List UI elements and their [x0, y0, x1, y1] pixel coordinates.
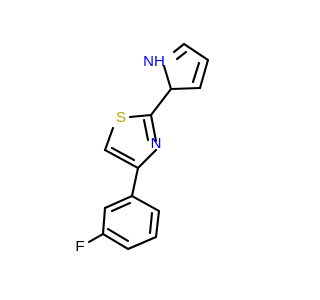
thiazole-bond-c4-c5-inner: [110, 146, 136, 162]
phenyl-bond-3-4: [126, 235, 158, 251]
fluorophenyl-ring: [87, 194, 161, 251]
thiazole-phenyl-bond: [130, 166, 140, 198]
phenyl-bond-4-5-outer: [101, 232, 130, 251]
phenyl-bond-1-2: [130, 194, 161, 213]
pyrrole-bond-c5-n-outer: [172, 42, 186, 54]
thiazole-bond-c5-s: [103, 126, 115, 152]
thiazole-bond-c2-n-inner: [142, 118, 150, 142]
pyrrole-bond-c3-c4-inner: [191, 61, 201, 84]
thiazole-ring: [103, 113, 158, 170]
phenyl-bond-6-1-outer: [103, 194, 134, 210]
thiazole-bond-c4-c5-outer: [103, 148, 140, 170]
fluorine-bond: [87, 232, 105, 244]
chemical-structure-diagram: NH S N F: [75, 42, 210, 255]
thiazole-nitrogen-label: N: [151, 135, 162, 152]
pyrrole-bond-n-c2: [162, 64, 173, 91]
phenyl-linker: [130, 166, 140, 198]
linker-bond: [149, 87, 173, 117]
phenyl-bond-5-6: [101, 206, 107, 236]
thiazole-sulfur-label: S: [116, 109, 126, 126]
pyrrole-bond-c4-c5: [182, 42, 210, 62]
pyrrole-bond-c5-n-inner: [175, 50, 188, 61]
thiazole-pyrrole-bond: [149, 87, 173, 117]
thiazole-bond-n-c4: [136, 148, 158, 170]
pyrrole-nitrogen-label: NH: [143, 53, 165, 70]
thiazole-bond-s-c2: [128, 113, 153, 119]
thiazole-bond-c2-n-outer: [149, 113, 158, 143]
fluorine-label: F: [75, 238, 84, 255]
phenyl-bond-2-3-outer: [154, 209, 161, 239]
phenyl-bond-6-1-inner: [110, 201, 132, 213]
phenyl-bond-2-3-inner: [148, 211, 154, 235]
atom-labels: NH S N F: [75, 53, 164, 255]
pyrrole-ring: [162, 42, 210, 91]
pyrrole-bond-c2-c3: [169, 86, 202, 91]
phenyl-bond-4-5-inner: [106, 227, 130, 243]
pyrrole-bond-c3-c4-outer: [198, 58, 210, 90]
